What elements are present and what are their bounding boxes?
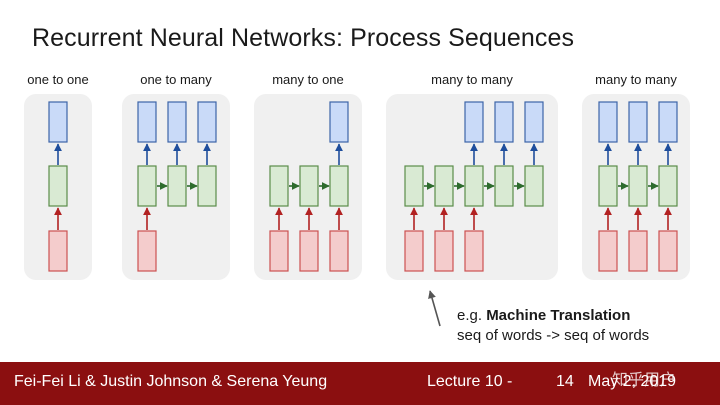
- output-box: [598, 101, 618, 143]
- hidden-state-box: [48, 165, 68, 207]
- output-box: [494, 101, 514, 143]
- panel-label-many-to-many-delayed: many to many: [431, 72, 513, 87]
- output-box: [329, 101, 349, 143]
- output-box: [137, 101, 157, 143]
- input-box: [329, 230, 349, 272]
- input-box: [598, 230, 618, 272]
- hidden-state-box: [329, 165, 349, 207]
- input-box: [434, 230, 454, 272]
- input-box: [658, 230, 678, 272]
- footer-lecture: Lecture 10 -: [427, 373, 513, 390]
- input-box: [137, 230, 157, 272]
- footer-page: 14: [556, 373, 574, 390]
- panel-label-many-to-one: many to one: [272, 72, 344, 87]
- input-box: [404, 230, 424, 272]
- output-box: [167, 101, 187, 143]
- hidden-state-box: [167, 165, 187, 207]
- output-box: [658, 101, 678, 143]
- hidden-state-box: [524, 165, 544, 207]
- slide-title: Recurrent Neural Networks: Process Seque…: [32, 24, 575, 52]
- machine-translation-note: e.g. Machine Translation seq of words ->…: [457, 306, 649, 346]
- input-box: [269, 230, 289, 272]
- output-box: [524, 101, 544, 143]
- watermark-logo: 知乎用户: [612, 372, 677, 389]
- input-box: [464, 230, 484, 272]
- hidden-state-box: [299, 165, 319, 207]
- hidden-state-box: [269, 165, 289, 207]
- input-box: [299, 230, 319, 272]
- hidden-state-box: [598, 165, 618, 207]
- note-pointer-arrow: [428, 290, 441, 327]
- hidden-state-box: [494, 165, 514, 207]
- output-box: [628, 101, 648, 143]
- output-box: [197, 101, 217, 143]
- footer-authors: Fei-Fei Li & Justin Johnson & Serena Yeu…: [14, 373, 328, 390]
- footer-date: May 2, 2019: [588, 373, 677, 390]
- hidden-state-box: [628, 165, 648, 207]
- hidden-state-box: [137, 165, 157, 207]
- hidden-state-box: [658, 165, 678, 207]
- hidden-state-box: [464, 165, 484, 207]
- note-bold: Machine Translation: [486, 307, 631, 324]
- hidden-state-box: [404, 165, 424, 207]
- input-box: [48, 230, 68, 272]
- footer-bar: Fei-Fei Li & Justin Johnson & Serena Yeu…: [0, 362, 720, 405]
- hidden-state-box: [197, 165, 217, 207]
- output-box: [48, 101, 68, 143]
- input-box: [628, 230, 648, 272]
- note-line2: seq of words -> seq of words: [457, 327, 650, 344]
- panel-label-many-to-many-synced: many to many: [595, 72, 677, 87]
- output-box: [464, 101, 484, 143]
- hidden-state-box: [434, 165, 454, 207]
- panel-label-one-to-many: one to many: [140, 72, 212, 87]
- note-prefix: e.g.: [457, 307, 487, 324]
- panel-label-one-to-one: one to one: [27, 72, 89, 87]
